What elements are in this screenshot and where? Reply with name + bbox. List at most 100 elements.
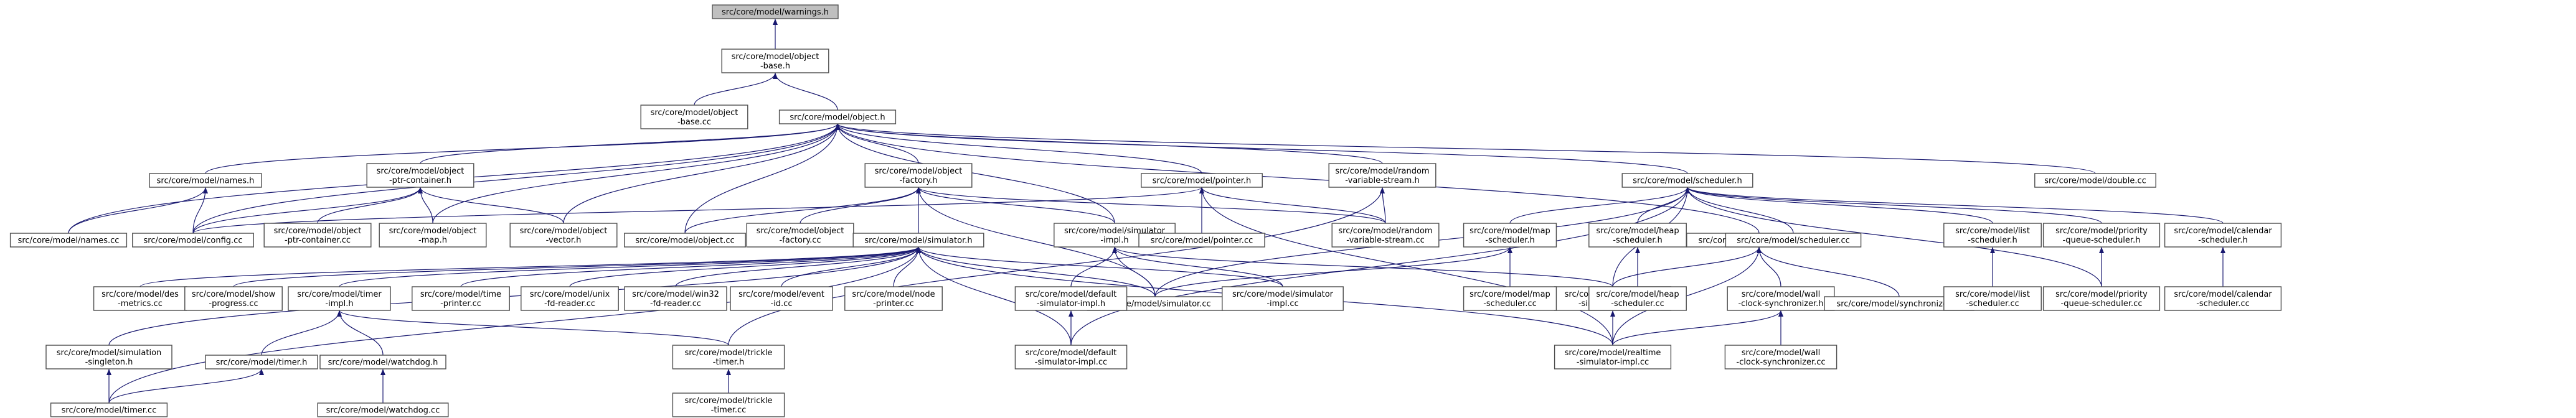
edge-simulator-impl-h-to-default-simulator-impl-h [1070, 246, 1117, 287]
node-list-scheduler-h[interactable]: src/core/model/list-scheduler.h [1943, 223, 2042, 248]
node-simulator-h[interactable]: src/core/model/simulator.h [852, 233, 984, 248]
node-label: src/core/model/simulation [57, 348, 162, 358]
node-box [624, 286, 727, 311]
node-object-base-h[interactable]: src/core/model/object-base.h [721, 49, 829, 73]
node-box [844, 286, 943, 311]
node-object-map-h[interactable]: src/core/model/object-map.h [379, 223, 487, 248]
node-calendar-scheduler-h[interactable]: src/core/model/calendar-scheduler.h [2164, 223, 2282, 248]
node-trickle-timer-h[interactable]: src/core/model/trickle-timer.h [672, 345, 785, 369]
node-object-h[interactable]: src/core/model/object.h [778, 109, 897, 124]
edge-object-ptr-container-h-to-object-map-h [418, 187, 433, 224]
node-scheduler-cc[interactable]: src/core/model/scheduler.cc [1725, 233, 1862, 248]
node-box [288, 286, 391, 311]
node-wall-clock-synchronizer-h[interactable]: src/core/model/wall-clock-synchronizer.h [1727, 286, 1835, 311]
node-label: src/core/model/object [377, 167, 465, 176]
node-wall-clock-synchronizer-cc[interactable]: src/core/model/wall-clock-synchronizer.c… [1724, 345, 1838, 369]
node-default-simulator-impl-cc[interactable]: src/core/model/default-simulator-impl.cc [1014, 345, 1128, 369]
node-random-variable-stream-h[interactable]: src/core/model/random-variable-stream.h [1328, 163, 1437, 188]
node-label: -simulator-impl.cc [1577, 358, 1649, 367]
node-box [746, 223, 854, 248]
node-priority-queue-scheduler-h[interactable]: src/core/model/priority-queue-scheduler.… [2042, 223, 2161, 248]
node-list-scheduler-cc[interactable]: src/core/model/list-scheduler.cc [1943, 286, 2042, 311]
node-label: src/core/model/simulator [1232, 290, 1334, 299]
node-label: src/core/model/names.cc [18, 236, 120, 246]
node-watchdog-h[interactable]: src/core/model/watchdog.h [319, 355, 446, 369]
node-timer-cc[interactable]: src/core/model/timer.cc [50, 402, 168, 417]
edge-simulator-h-to-show-progress-cc [233, 246, 921, 287]
node-win32-fd-reader-cc[interactable]: src/core/model/win32-fd-reader.cc [624, 286, 727, 311]
node-label: src/core/model/pointer.cc [1151, 236, 1253, 246]
edge-simulator-h-to-timer-cc [108, 246, 921, 404]
node-label: -base.cc [677, 118, 711, 127]
node-pointer-cc[interactable]: src/core/model/pointer.cc [1138, 233, 1265, 248]
node-object-ptr-container-h[interactable]: src/core/model/object-ptr-container.h [366, 163, 474, 188]
node-label: -factory.cc [779, 236, 821, 245]
node-box [2034, 173, 2156, 188]
node-label: src/core/model/object [520, 226, 608, 236]
node-box [2042, 223, 2161, 248]
node-box [412, 286, 510, 311]
node-box [1725, 233, 1862, 248]
node-realtime-simulator-impl-cc[interactable]: src/core/model/realtime-simulator-impl.c… [1554, 345, 1672, 369]
node-object-factory-h[interactable]: src/core/model/object-factory.h [864, 163, 973, 188]
node-time-printer-cc[interactable]: src/core/model/time-printer.cc [412, 286, 510, 311]
node-synchronizer-cc[interactable]: src/core/model/synchronizer.cc [1824, 296, 1974, 311]
node-names-cc[interactable]: src/core/model/names.cc [9, 233, 128, 248]
node-config-cc[interactable]: src/core/model/config.cc [132, 233, 254, 248]
node-box [1463, 286, 1557, 311]
node-priority-queue-scheduler-cc[interactable]: src/core/model/priority-queue-scheduler.… [2042, 286, 2161, 311]
node-double-cc[interactable]: src/core/model/double.cc [2034, 173, 2156, 188]
node-scheduler-h[interactable]: src/core/model/scheduler.h [1621, 173, 1753, 188]
edge-object-h-to-object-map-h [432, 123, 840, 224]
edge-synchronizer-h-to-realtime-simulator-impl-h [1612, 246, 1762, 287]
node-box [317, 402, 449, 417]
node-object-vector-h[interactable]: src/core/model/object-vector.h [509, 223, 618, 248]
node-label: src/core/model/warnings.h [722, 8, 829, 17]
node-object-factory-cc[interactable]: src/core/model/object-factory.cc [746, 223, 854, 248]
node-label: src/core/model/object [757, 226, 844, 236]
node-simulator-impl-cc[interactable]: src/core/model/simulator-impl.cc [1222, 286, 1344, 311]
edge-scheduler-h-to-calendar-scheduler-h [1685, 187, 2224, 224]
node-label: src/core/model/calendar [2174, 226, 2272, 236]
node-label: src/core/model/object.h [790, 113, 885, 123]
node-map-scheduler-h[interactable]: src/core/model/map-scheduler.h [1463, 223, 1557, 248]
node-label: -printer.cc [440, 299, 481, 309]
node-watchdog-cc[interactable]: src/core/model/watchdog.cc [317, 402, 449, 417]
edge-scheduler-h-to-default-simulator-impl-cc [1070, 187, 1690, 346]
node-label: src/core/model/wall [1742, 348, 1821, 358]
edge-object-factory-h-to-object-factory-cc [800, 187, 921, 224]
node-object-cc[interactable]: src/core/model/object.cc [624, 233, 746, 248]
node-heap-scheduler-cc[interactable]: src/core/model/heap-scheduler.cc [1588, 286, 1687, 311]
node-event-id-cc[interactable]: src/core/model/event-id.cc [730, 286, 833, 311]
node-warnings-h[interactable]: src/core/model/warnings.h [712, 4, 839, 19]
node-label: -id.cc [771, 299, 793, 309]
node-label: src/core/model/object [389, 226, 477, 236]
node-names-h[interactable]: src/core/model/names.h [149, 173, 262, 188]
node-label: src/core/model/object [274, 226, 362, 236]
node-box [1014, 286, 1128, 311]
node-trickle-timer-cc[interactable]: src/core/model/trickle-timer.cc [672, 392, 785, 417]
node-timer-h[interactable]: src/core/model/timer.h [205, 355, 318, 369]
node-heap-scheduler-h[interactable]: src/core/model/heap-scheduler.h [1588, 223, 1687, 248]
node-label: -metrics.cc [118, 299, 163, 309]
node-timer-impl-h[interactable]: src/core/model/timer-impl.h [288, 286, 391, 311]
node-map-scheduler-cc[interactable]: src/core/model/map-scheduler.cc [1463, 286, 1557, 311]
node-default-simulator-impl-h[interactable]: src/core/model/default-simulator-impl.h [1014, 286, 1128, 311]
node-show-progress-cc[interactable]: src/core/model/show-progress.cc [184, 286, 283, 311]
node-des-metrics-cc[interactable]: src/core/model/des-metrics.cc [93, 286, 187, 311]
node-object-ptr-container-cc[interactable]: src/core/model/object-ptr-container.cc [263, 223, 372, 248]
node-unix-fd-reader-cc[interactable]: src/core/model/unix-fd-reader.cc [521, 286, 619, 311]
node-box [1463, 223, 1557, 248]
edge-scheduler-h-to-priority-queue-scheduler-h [1685, 187, 2102, 224]
node-box [205, 355, 318, 369]
nodes: src/core/model/warnings.h src/core/model/… [9, 4, 2282, 417]
node-object-base-cc[interactable]: src/core/model/object-base.cc [640, 104, 748, 129]
node-random-variable-stream-cc[interactable]: src/core/model/random-variable-stream.cc [1331, 223, 1440, 248]
edge-simulator-h-to-time-printer-cc [460, 246, 921, 287]
node-box [93, 286, 187, 311]
node-label: -base.h [760, 62, 790, 71]
node-pointer-h[interactable]: src/core/model/pointer.h [1141, 173, 1263, 188]
node-node-printer-cc[interactable]: src/core/model/node-printer.cc [844, 286, 943, 311]
node-calendar-scheduler-cc[interactable]: src/core/model/calendar-scheduler.cc [2164, 286, 2282, 311]
node-simulation-singleton-h[interactable]: src/core/model/simulation-singleton.h [45, 345, 172, 369]
